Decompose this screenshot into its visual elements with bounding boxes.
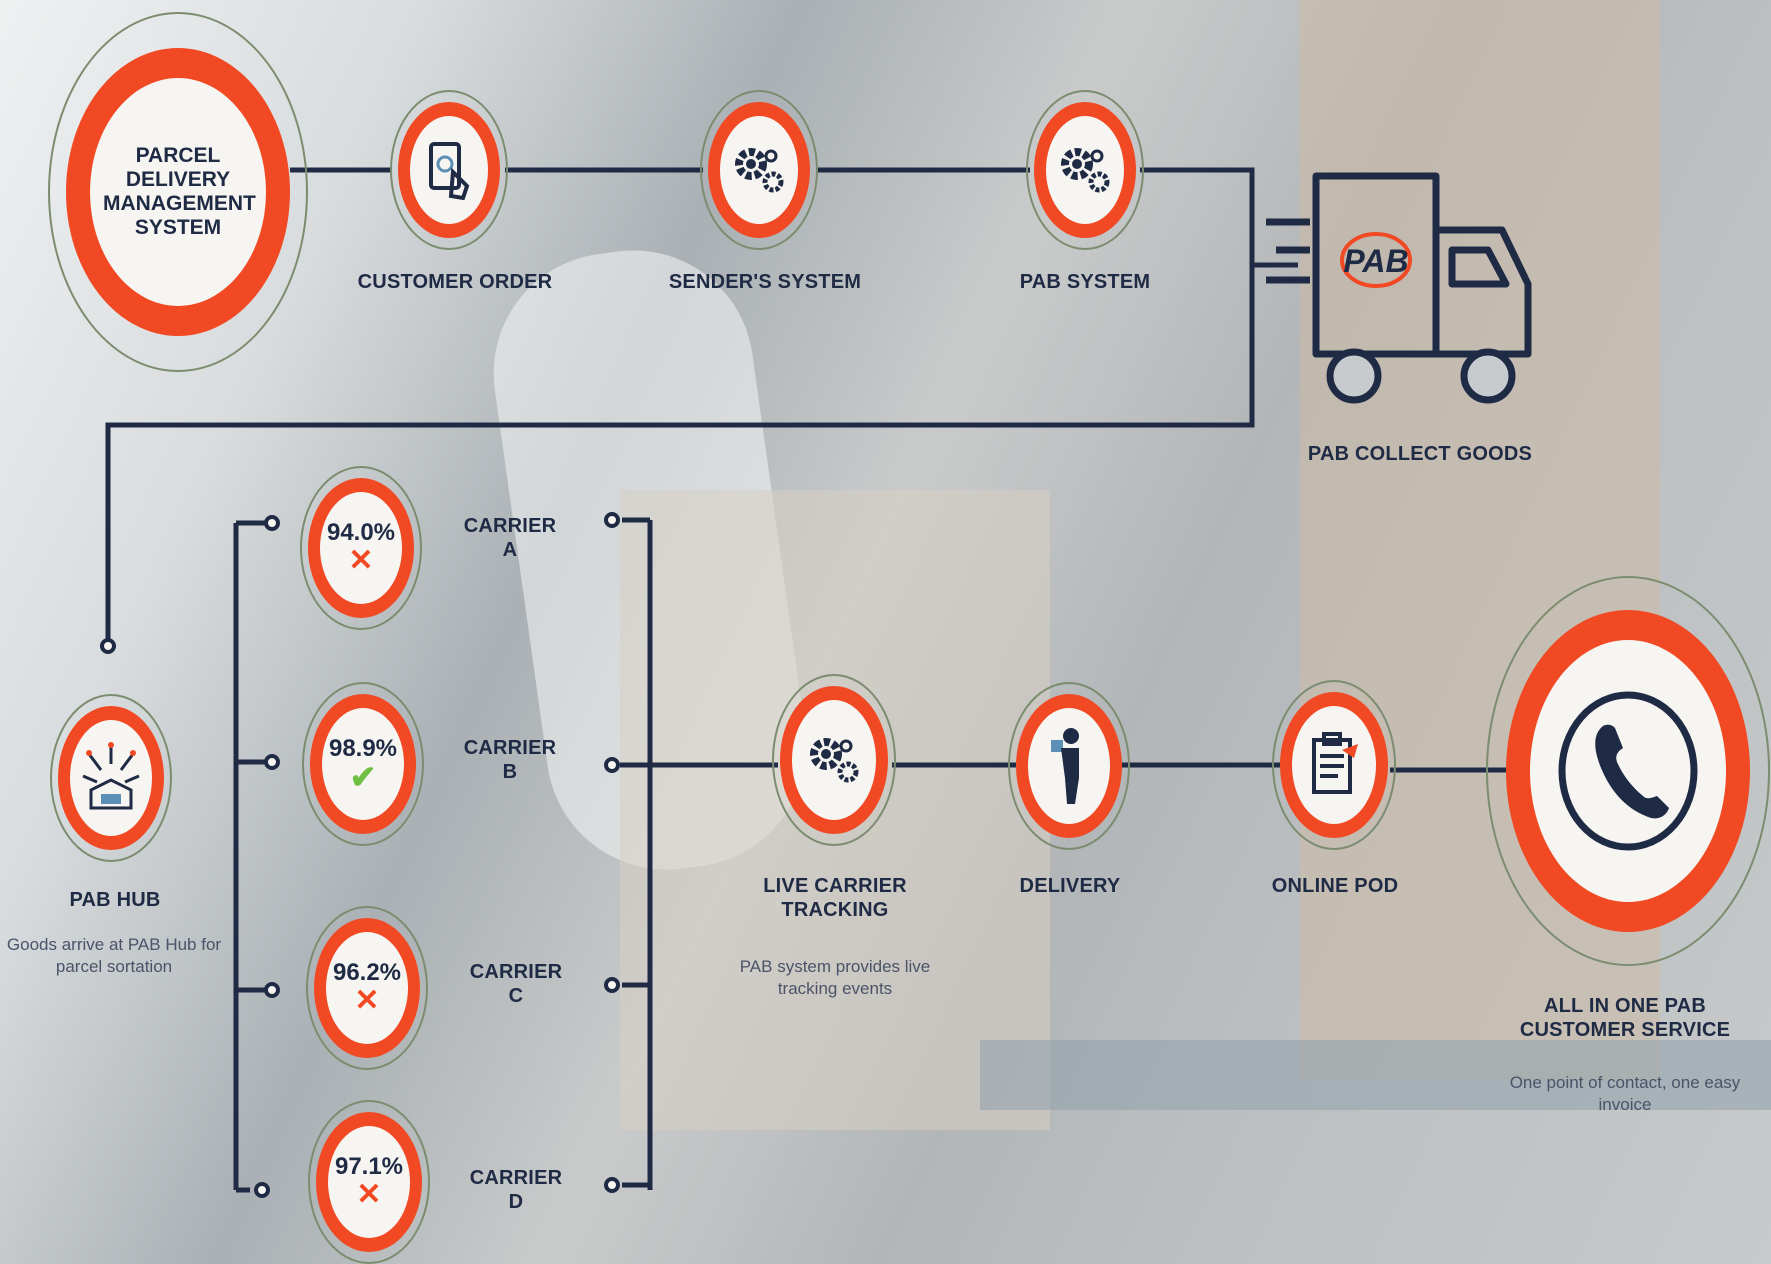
connector-dot-right-c — [604, 977, 620, 993]
carrier-c-label: CARRIER C — [456, 960, 576, 1008]
delivery-node — [1008, 682, 1130, 850]
carrier-d-label: CARRIER D — [456, 1166, 576, 1214]
customer-service-node — [1486, 576, 1770, 966]
customer-order-label: CUSTOMER ORDER — [357, 271, 553, 293]
customer-service-description: One point of contact, one easy invoice — [1509, 1073, 1741, 1114]
connector-dot-hub — [100, 638, 116, 654]
online-pod-node — [1272, 680, 1396, 850]
carrier-a-label-line1: CARRIER — [463, 515, 557, 537]
carrier-a-rejected-icon: ✕ — [348, 544, 374, 577]
carrier-c-score-node: 96.2% ✕ — [306, 906, 428, 1070]
pab-hub-description: Goods arrive at PAB Hub for parcel sorta… — [6, 935, 222, 976]
carrier-b-score: 98.9% — [328, 735, 398, 762]
pab-collect-goods-node: PAB — [1266, 160, 1546, 430]
gears-icon — [810, 738, 859, 783]
pab-hub-node — [50, 694, 172, 862]
pab-system-label: PAB SYSTEM — [1019, 271, 1151, 293]
connector-dot-right-d — [604, 1177, 620, 1193]
carrier-c-rejected-icon: ✕ — [354, 984, 380, 1017]
connector-dot-right-a — [604, 512, 620, 528]
system-title: PARCEL DELIVERY MANAGEMENT SYSTEM — [103, 144, 256, 239]
pab-system-node — [1026, 90, 1144, 250]
connector-dot-left-c — [264, 982, 280, 998]
carrier-d-rejected-icon: ✕ — [356, 1178, 382, 1211]
carrier-c-label-line1: CARRIER — [469, 961, 563, 983]
customer-order-node — [390, 90, 508, 250]
carrier-b-score-node: 98.9% ✔ — [302, 682, 424, 846]
online-pod-label: ONLINE POD — [1271, 875, 1399, 897]
connector-dot-left-a — [264, 515, 280, 531]
carrier-a-score: 94.0% — [326, 519, 396, 546]
senders-system-label: SENDER'S SYSTEM — [668, 271, 862, 293]
carrier-b-label-line1: CARRIER — [463, 737, 557, 759]
gears-icon — [1061, 148, 1110, 193]
delivery-label: DELIVERY — [1019, 875, 1121, 897]
connector-pab-truck-hub — [105, 167, 1255, 640]
gears-icon — [735, 148, 784, 193]
carrier-d-label-line1: CARRIER — [469, 1167, 563, 1189]
pab-hub-label: PAB HUB — [69, 889, 161, 911]
senders-system-node — [700, 90, 818, 250]
carrier-b-label: CARRIER B — [450, 736, 570, 784]
courier-person-icon — [1051, 728, 1079, 804]
hub-sorting-icon — [82, 742, 140, 810]
truck-logo-text: PAB — [1343, 243, 1408, 279]
live-carrier-tracking-description: PAB system provides live tracking events — [739, 957, 931, 998]
carrier-d-score-node: 97.1% ✕ — [308, 1100, 430, 1264]
carrier-d-score: 97.1% — [334, 1153, 404, 1180]
carrier-b-label-line2: B — [502, 761, 518, 783]
live-carrier-tracking-node — [772, 674, 896, 846]
carrier-a-score-node: 94.0% ✕ — [300, 466, 422, 630]
clipboard-document-icon — [1312, 732, 1358, 794]
parcel-delivery-system-node: PARCEL DELIVERY MANAGEMENT SYSTEM — [48, 12, 308, 372]
pab-collect-goods-label: PAB COLLECT GOODS — [1307, 443, 1533, 465]
connector-dot-right-b — [604, 757, 620, 773]
carrier-c-score: 96.2% — [332, 959, 402, 986]
phone-icon — [1558, 691, 1698, 851]
connector-dot-left-d — [254, 1182, 270, 1198]
carrier-a-label-line2: A — [502, 539, 518, 561]
carrier-c-label-line2: C — [508, 985, 524, 1007]
connector-dot-left-b — [264, 754, 280, 770]
background-shelf-shape — [980, 1040, 1771, 1110]
carrier-b-selected-check-icon: ✔ — [349, 759, 377, 795]
carrier-d-label-line2: D — [508, 1191, 524, 1213]
carrier-a-label: CARRIER A — [450, 514, 570, 562]
customer-service-label: ALL IN ONE PAB CUSTOMER SERVICE — [1519, 995, 1731, 1041]
delivery-truck-icon: PAB — [1266, 172, 1532, 404]
tablet-hand-icon — [429, 142, 470, 201]
live-carrier-tracking-label: LIVE CARRIER TRACKING — [763, 875, 907, 921]
